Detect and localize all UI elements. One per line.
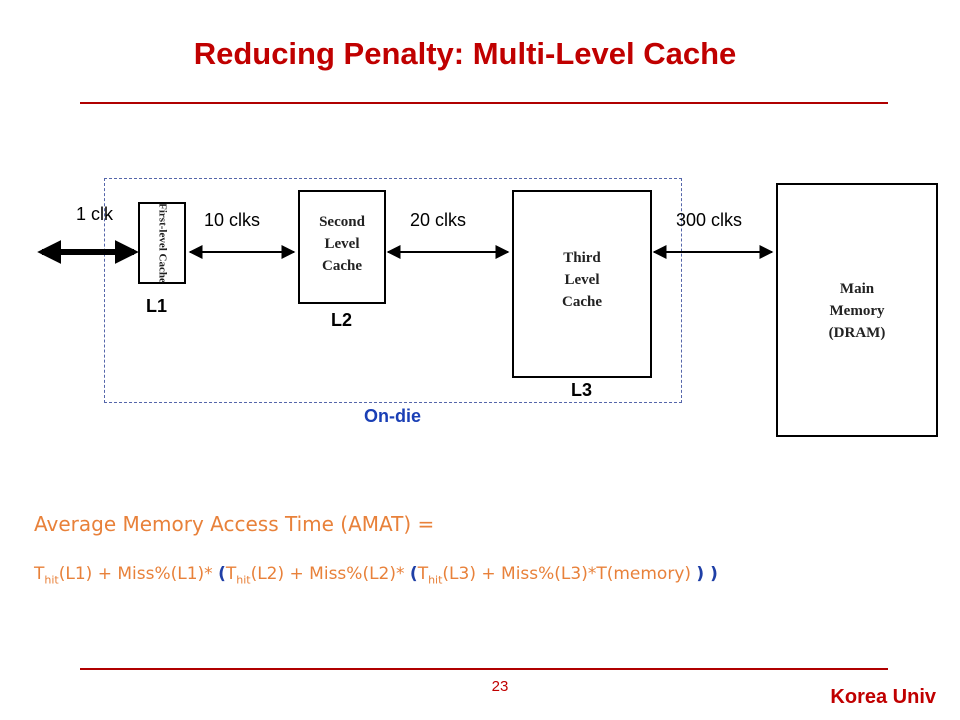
formula-open2: ( <box>409 564 418 584</box>
amat-formula: Thit(L1) + Miss%(L1)* (Thit(L2) + Miss%(… <box>34 564 718 586</box>
l2-latency: 10 clks <box>204 210 261 230</box>
on-die-label: On-die <box>364 406 421 426</box>
footer-brand: Korea Univ <box>830 686 936 708</box>
l2-line3: Cache <box>322 257 362 274</box>
formula-t3: T <box>417 564 429 584</box>
formula-part1: (L1) + Miss%(L1)* <box>58 564 219 584</box>
formula-hit1: hit <box>44 573 59 587</box>
l3-line2: Level <box>564 271 600 288</box>
l1-cache-text: First-level Cache <box>156 203 169 283</box>
memory-line1: Main <box>839 281 875 297</box>
footer-rule <box>80 668 888 670</box>
formula-open1: ( <box>218 564 226 584</box>
l3-line1: Third <box>563 250 601 266</box>
formula-part2: (L2) + Miss%(L2)* <box>250 564 410 584</box>
formula-close: ) ) <box>696 564 718 584</box>
main-memory-box: Main Memory (DRAM) <box>776 183 938 437</box>
formula-hit3: hit <box>428 573 443 587</box>
l3-latency: 20 clks <box>410 210 467 230</box>
l3-label: L3 <box>571 380 593 400</box>
l2-line2: Level <box>324 235 360 252</box>
l2-cache-box: Second Level Cache <box>298 190 386 304</box>
formula-part3: (L3) + Miss%(L3)*T(memory) <box>442 564 697 584</box>
slide-title: Reducing Penalty: Multi-Level Cache <box>193 36 737 71</box>
title-underline <box>80 102 888 104</box>
formula-t2: T <box>225 564 237 584</box>
memory-line3: (DRAM) <box>828 324 886 341</box>
l1-latency: 1 clk <box>76 204 114 224</box>
l2-line1: Second <box>319 214 365 230</box>
memory-latency: 300 clks <box>676 210 743 230</box>
l1-label: L1 <box>146 296 168 316</box>
memory-line2: Memory <box>829 302 885 319</box>
amat-heading: Average Memory Access Time (AMAT) = <box>34 512 435 536</box>
l3-line3: Cache <box>562 293 602 310</box>
formula-hit2: hit <box>236 573 251 587</box>
on-die-region <box>104 178 682 403</box>
formula-t1: T <box>34 564 45 584</box>
l2-label: L2 <box>331 310 353 330</box>
l1-cache-box: First-level Cache <box>138 202 186 284</box>
l3-cache-box: Third Level Cache <box>512 190 652 378</box>
page-number: 23 <box>491 678 509 695</box>
